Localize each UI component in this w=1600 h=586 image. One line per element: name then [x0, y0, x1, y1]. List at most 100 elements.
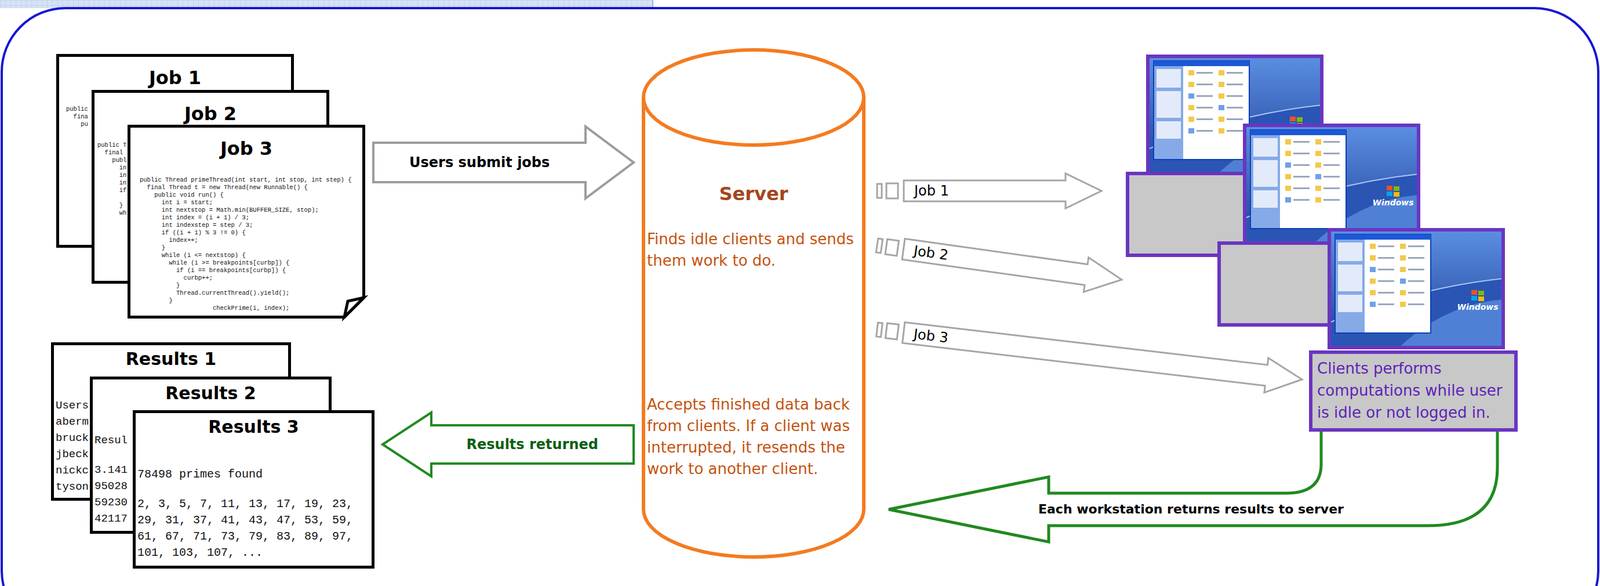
text-slot: public Thread primeThread(int start, int…	[139, 176, 352, 184]
code-line: int i = start;	[139, 198, 213, 207]
text-slot: final	[97, 148, 123, 157]
edge-label: Users submit jobs	[408, 154, 551, 171]
text-slot: if (i == breakpoints[curbp]) {	[139, 266, 286, 275]
text-slot: int nextstop = Math.min(BUFFER_SIZE, sto…	[139, 206, 319, 214]
text-slot: int i = start;	[139, 198, 213, 207]
text-slot: Results 1	[53, 348, 289, 369]
text-slot: fina	[66, 113, 89, 121]
text-slot: index++;	[139, 236, 199, 245]
text-slot: in	[97, 164, 127, 172]
job-arrow	[877, 173, 1102, 209]
server-cylinder: ServerFinds idle clients and sends them …	[641, 48, 866, 559]
code-line: in	[97, 179, 127, 187]
cylinder-outline	[641, 48, 866, 559]
edge-label: Job 3	[911, 325, 951, 346]
text-slot: wh	[97, 209, 127, 217]
page-title: Job 1	[56, 67, 294, 89]
code-line: final Thread t = new Thread(new Runnable…	[139, 183, 308, 192]
text-slot: publ	[97, 156, 127, 165]
text-slot: int index = (i + 1) / 3;	[139, 213, 250, 222]
client-note: Clients performs computations while user…	[1317, 357, 1510, 424]
code-line: pu	[66, 120, 89, 129]
text-slot: 2, 3, 5, 7, 11, 13, 17, 19, 23, 29, 31, …	[137, 495, 367, 561]
text-slot: Resul	[94, 431, 128, 449]
text-slot: while (i <= nextstop) {	[139, 251, 246, 260]
job-arrow	[875, 238, 1122, 292]
tail-square	[875, 238, 883, 253]
edge-label: Each workstation returns results to serv…	[1037, 501, 1345, 517]
page-title: Job 2	[91, 103, 330, 125]
text-slot: 59230	[94, 493, 128, 511]
code-line: fina	[66, 113, 89, 121]
code-line: Thread.currentThread().yield();	[139, 289, 290, 297]
text-slot: }	[139, 281, 180, 290]
job-page: Job 3 public Thread primeThread(int start…	[127, 124, 366, 319]
result-line: 59230	[94, 493, 128, 511]
text-slot: int indexstep = step / 3;	[139, 221, 253, 229]
tail-square	[885, 238, 900, 256]
sheet-title: Results 3	[135, 416, 372, 437]
text-slot: if	[97, 186, 127, 195]
sheet-title: Results 1	[53, 348, 289, 369]
result-line: 42117	[94, 510, 128, 527]
code-line: public	[66, 105, 89, 114]
result-page: Results 3 78498 primes found 2, 3, 5, 7, 1…	[132, 409, 375, 569]
text-slot: 95028	[94, 477, 128, 494]
cylinder-body	[643, 97, 864, 557]
code-line: public Thread primeThread(int start, int…	[139, 176, 352, 184]
code-line: int index = (i + 1) / 3;	[139, 213, 250, 222]
text-slot: curbp++;	[139, 274, 213, 282]
text-slot: 3.141	[94, 461, 128, 478]
result-line: 2, 3, 5, 7, 11, 13, 17, 19, 23, 29, 31, …	[137, 495, 367, 561]
text-slot: }	[139, 244, 166, 252]
text-slot: tyson	[55, 478, 89, 495]
logo-slot: Windows	[1372, 197, 1414, 207]
text-slot: 42117	[94, 510, 128, 527]
block-arrow	[382, 412, 634, 476]
text-slot: Job 3	[127, 137, 366, 159]
page-fold	[344, 297, 365, 318]
edge-label-slot: Users submit jobs	[408, 154, 551, 171]
arrow-outline	[888, 431, 1498, 542]
code-line: int nextstop = Math.min(BUFFER_SIZE, sto…	[139, 206, 319, 214]
code-line: int indexstep = step / 3;	[139, 221, 253, 229]
text-slot: aberm	[55, 413, 89, 430]
block-arrow	[373, 126, 634, 199]
text-slot: public void run() {	[139, 191, 224, 199]
tail-square	[886, 183, 898, 199]
text-slot: if ((i + 1) % 3 != 0) {	[139, 228, 246, 237]
result-line: jbeck	[55, 445, 89, 463]
text-slot: Results 2	[92, 383, 329, 403]
text-slot: 78498 primes found	[137, 466, 367, 483]
result-line: Users	[55, 397, 89, 414]
code-line: publ	[97, 156, 127, 165]
text-slot: Job 2	[91, 103, 330, 125]
code-line: while (i <= nextstop) {	[139, 251, 246, 260]
text-slot: Users	[55, 397, 89, 414]
return-arrow	[888, 431, 1498, 542]
result-line: 78498 primes found	[137, 466, 367, 483]
code-line: final	[97, 148, 123, 157]
text-slot: while (i >= breakpoints[curbp]) {	[139, 259, 290, 267]
job-arrow	[876, 322, 1303, 393]
code-line: in	[97, 164, 127, 172]
edge-label-slot: Job 2	[911, 242, 951, 264]
text-slot: final Thread t = new Thread(new Runnable…	[139, 183, 308, 192]
text-slot: bruck	[55, 429, 89, 446]
code-line: index++;	[139, 236, 199, 245]
code-line: in	[97, 171, 127, 180]
text-slot: Server	[646, 182, 861, 206]
workstation-3	[1329, 229, 1504, 348]
code-line: while (i >= breakpoints[curbp]) {	[139, 259, 290, 267]
text-slot: jbeck	[55, 445, 89, 463]
text-slot: nickc	[55, 462, 89, 479]
code-line: }	[97, 201, 123, 210]
top-panel-grid	[0, 0, 653, 9]
edge-label-slot: Job 1	[913, 182, 951, 199]
client-note-box: Clients performs computations while user…	[1308, 350, 1518, 432]
text-slot: in	[97, 171, 127, 180]
text-slot: Results 3	[135, 416, 372, 437]
panel-divider	[652, 0, 654, 9]
edge-label: Results returned	[465, 435, 600, 453]
logo-slot: Windows	[1457, 302, 1499, 312]
